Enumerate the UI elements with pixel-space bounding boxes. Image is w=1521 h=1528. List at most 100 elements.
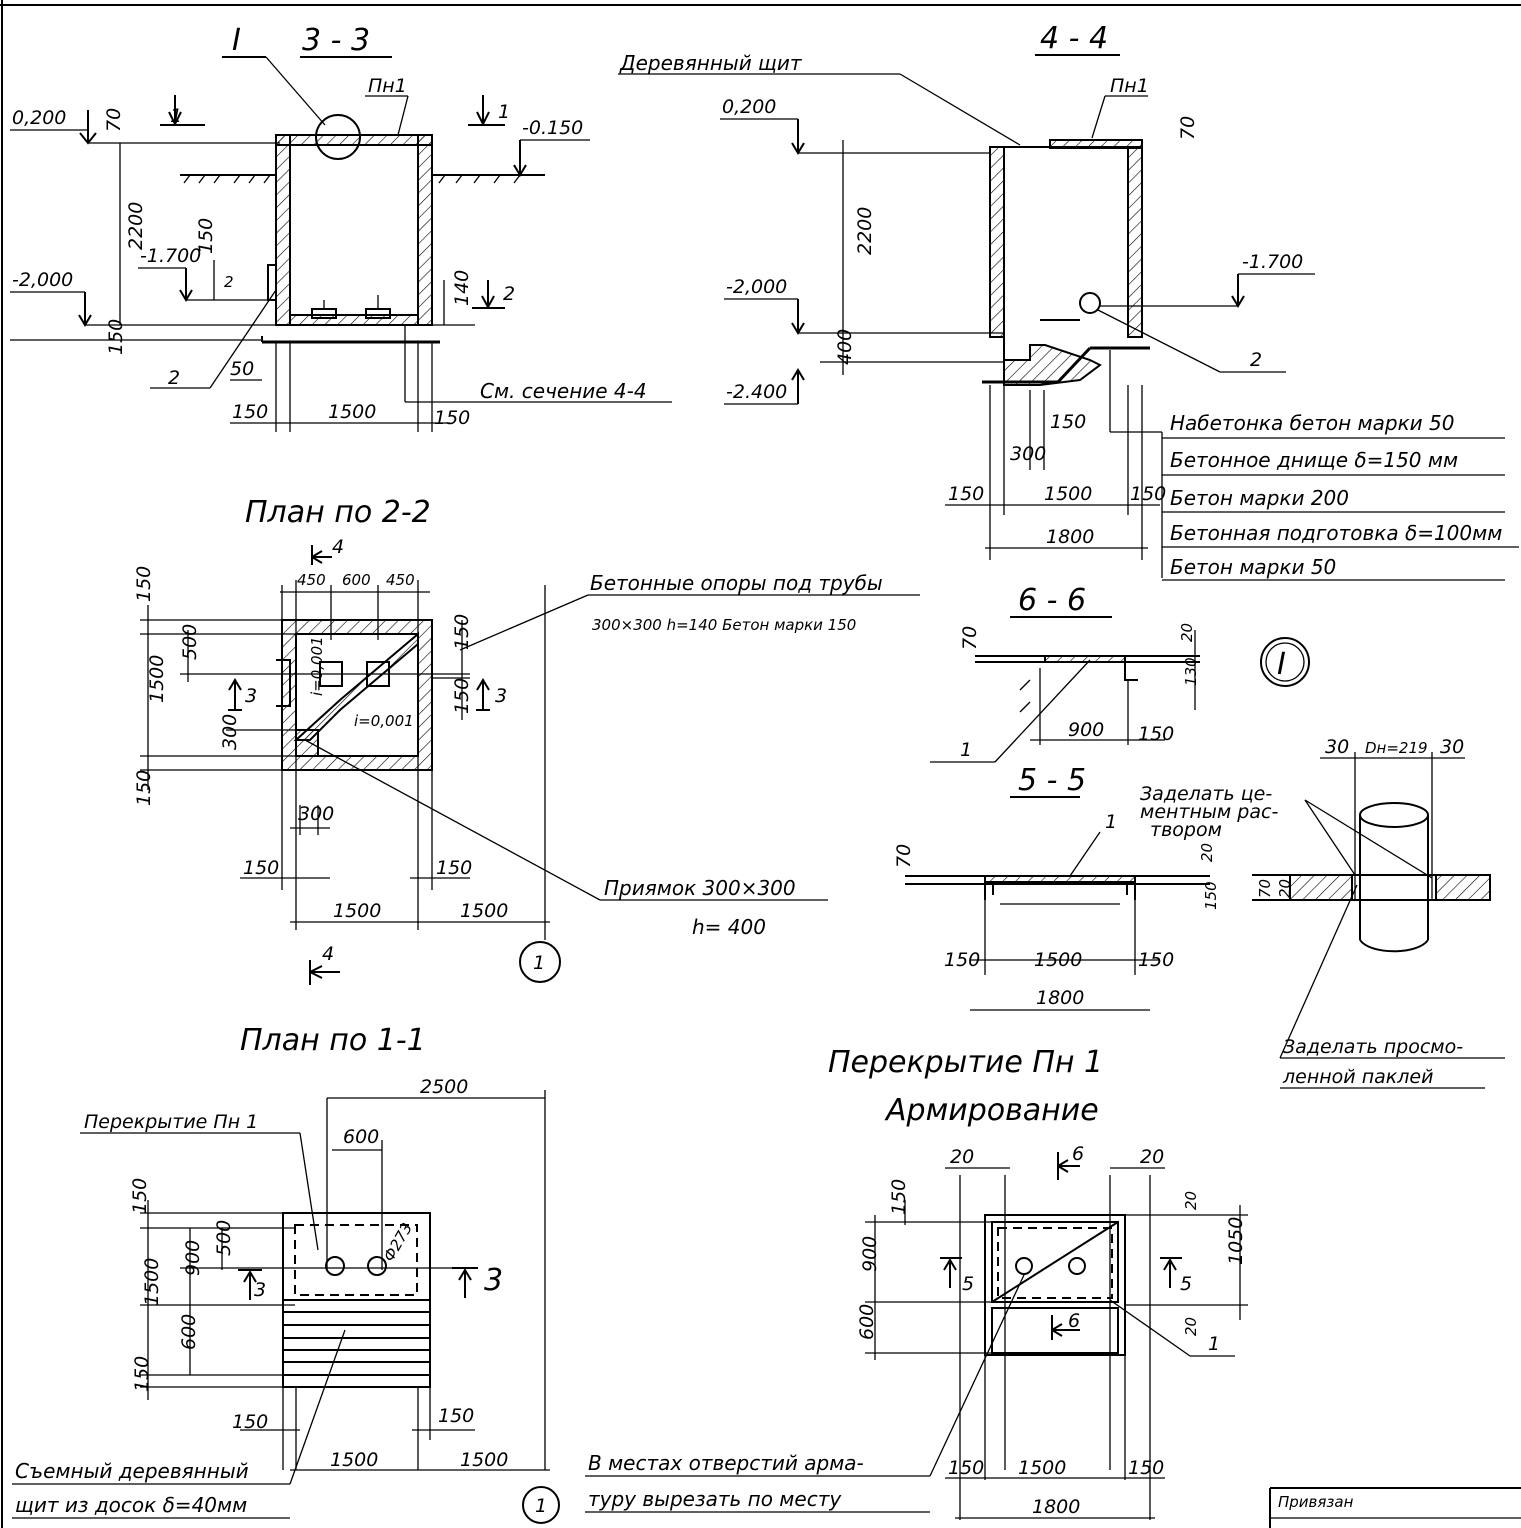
section-3-3: 3 - 3 I Пн1 0,200 70 1 1 — [10, 23, 672, 432]
detail-I-mark: I — [232, 23, 241, 58]
note-cement-3: твором — [1150, 819, 1222, 841]
dim-150-p11t: 150 — [129, 1178, 151, 1214]
dim-600: 600 — [342, 571, 371, 589]
dim-150-44a: 150 — [1050, 411, 1086, 433]
cut5-left: 5 — [962, 1273, 974, 1295]
see-section-4-4: См. сечение 4-4 — [480, 379, 647, 403]
dim-2500: 2500 — [420, 1076, 468, 1098]
cover-title-2: Армирование — [884, 1093, 1099, 1128]
dim-50: 50 — [230, 358, 254, 380]
cut3-p11-right: 3 — [484, 1263, 503, 1298]
dim-1800-55: 1800 — [1036, 987, 1084, 1009]
dim-500: 500 — [179, 624, 201, 660]
dim-150-cl: 150 — [948, 1457, 984, 1479]
dim-150-bot: 150 — [133, 770, 155, 806]
dim-1500-a: 1500 — [333, 900, 381, 922]
callout-2-44: 2 — [1250, 349, 1262, 371]
stamp-label: Привязан — [1278, 1493, 1354, 1511]
elev-m0150: -0.150 — [522, 117, 583, 139]
dim-20-cr: 20 — [1140, 1146, 1164, 1168]
callout-1-55: 1 — [1105, 811, 1117, 833]
right-wall — [417, 134, 433, 326]
dim-70-44: 70 — [1177, 116, 1199, 140]
cover-label: Перекрытие Пн 1 — [84, 1111, 258, 1133]
cut5-right: 5 — [1180, 1273, 1192, 1295]
dim-150-r: 150 — [434, 407, 470, 429]
slope-label-2: i=0,001 — [354, 712, 414, 730]
pn1-label: Пн1 — [368, 75, 407, 97]
dim-30b: 30 — [1440, 736, 1464, 758]
support-note-2: 300×300 h=140 Бетон марки 150 — [592, 616, 856, 634]
note-cement-2: ментным рас- — [1140, 801, 1278, 823]
dim-70-55: 70 — [893, 844, 915, 868]
plan-2-2-title: План по 2-2 — [245, 495, 431, 530]
dim-1500-44: 1500 — [1044, 483, 1092, 505]
dim-20-66: 20 — [1178, 623, 1196, 642]
pipe-dia: Ф273 — [380, 1220, 416, 1265]
dim-1800-c: 1800 — [1032, 1496, 1080, 1518]
dim-1500-c: 1500 — [1018, 1457, 1066, 1479]
elev-0200-44: 0,200 — [722, 96, 776, 118]
dim-600-p11: 600 — [343, 1126, 379, 1148]
dim-140: 140 — [451, 270, 473, 306]
dim-20-cb: 20 — [1182, 1317, 1200, 1336]
dim-150-c: 150 — [888, 1179, 910, 1215]
dim-20-ca: 20 — [1182, 1191, 1200, 1210]
note-cement-1: Заделать це- — [1140, 783, 1272, 805]
dim-150-p11l: 150 — [232, 1411, 268, 1433]
elev-m1700: -1.700 — [140, 245, 201, 267]
section-5-5-title: 5 - 5 — [1018, 763, 1086, 798]
callout-2: 2 — [168, 367, 180, 389]
dim-150-44r: 150 — [1130, 483, 1166, 505]
elev-m2000: -2,000 — [12, 269, 73, 291]
dim-150-55r: 150 — [1138, 949, 1174, 971]
dim-2: 2 — [224, 273, 234, 291]
cut6-bot: 6 — [1068, 1310, 1080, 1332]
cover-slab — [275, 134, 433, 146]
dim-150-44l: 150 — [948, 483, 984, 505]
dim-130-66: 130 — [1182, 657, 1200, 686]
left-wall — [275, 134, 291, 326]
dim-150-66: 150 — [1138, 723, 1174, 745]
dim-dn219: Dн=219 — [1365, 739, 1428, 757]
section-6-6: 6 - 6 70 20 130 900 150 1 — [930, 583, 1200, 763]
axis-1-plan22: 1 — [533, 952, 545, 974]
cut6-top: 6 — [1072, 1143, 1084, 1165]
dim-20-55: 20 — [1198, 843, 1216, 862]
section-6-6-title: 6 - 6 — [1018, 583, 1086, 618]
note-tow-2: ленной паклей — [1282, 1066, 1433, 1088]
cut3-right: 3 — [495, 685, 507, 707]
dim-1800-44: 1800 — [1046, 526, 1094, 548]
detail-I: I 30 Dн=219 30 70 20 Заделать це- ментны… — [1140, 637, 1505, 1089]
dim-20-I: 20 — [1276, 879, 1294, 898]
layer-5: Бетон марки 50 — [1170, 555, 1336, 579]
dim-500-p11: 500 — [213, 1220, 235, 1256]
note-tow-1: Заделать просмо- — [1283, 1036, 1463, 1058]
dim-1500-p11a: 1500 — [330, 1449, 378, 1471]
pn1-44: Пн1 — [1110, 75, 1149, 97]
dim-1500-b: 1500 — [460, 900, 508, 922]
wooden-shield-label: Деревянный щит — [619, 51, 803, 75]
dim-150-p11r: 150 — [438, 1405, 474, 1427]
cut3-p11-left: 3 — [254, 1279, 266, 1301]
dim-1500-55: 1500 — [1034, 949, 1082, 971]
cover-reinforcement: Перекрытие Пн 1 Армирование 20 20 6 150 … — [585, 1045, 1248, 1520]
support-note-1: Бетонные опоры под трубы — [590, 571, 883, 595]
dim-1500-p11b: 1500 — [460, 1449, 508, 1471]
cut1-right: 1 — [498, 101, 510, 123]
dim-70-66: 70 — [959, 626, 981, 650]
dim-1500: 1500 — [328, 401, 376, 423]
dim-450b: 450 — [386, 571, 415, 589]
dim-70: 70 — [103, 108, 125, 132]
section-3-3-title: 3 - 3 — [302, 23, 370, 58]
dim-300-v: 300 — [219, 714, 241, 750]
dim-600-c: 600 — [856, 1304, 878, 1340]
dim-150-p11b: 150 — [131, 1356, 153, 1392]
dim-150-left: 150 — [105, 319, 127, 355]
layer-3: Бетон марки 200 — [1170, 486, 1349, 510]
shield-note-1: Съемный деревянный — [15, 1459, 249, 1483]
dim-150-55v: 150 — [1202, 881, 1220, 910]
cut3-left: 3 — [245, 685, 257, 707]
callout-1-66: 1 — [960, 739, 972, 761]
dim-30a: 30 — [1325, 736, 1349, 758]
